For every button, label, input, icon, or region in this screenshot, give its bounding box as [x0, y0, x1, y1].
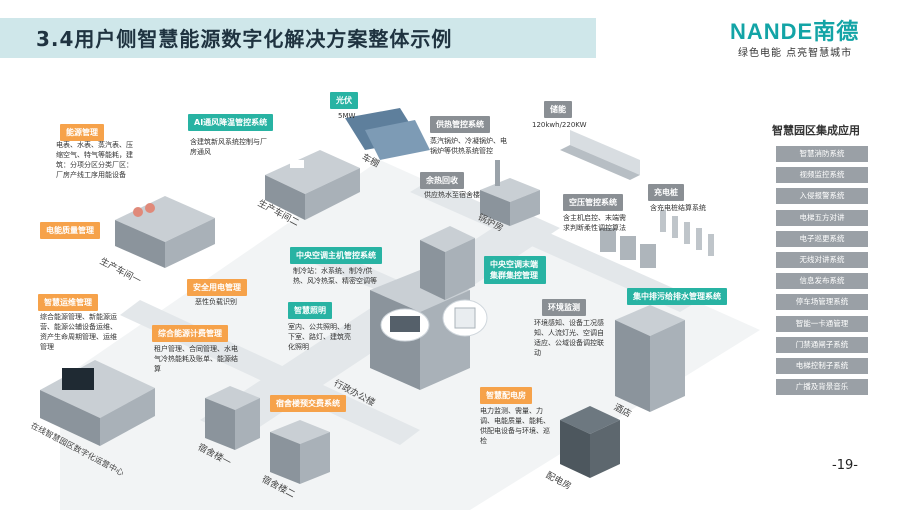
- desc-smart-power: 电力监测、需量、力调、电能质量、能耗、供配电设备与环境、巡检: [480, 407, 550, 445]
- desc-ac-control: 含主机启控、末端需求判断柔性调控算法: [563, 214, 626, 232]
- dorm-two-building: [270, 420, 330, 484]
- factory-one-building: [115, 196, 215, 268]
- panel-item: 智能一卡通管理: [776, 315, 868, 332]
- panel-item: 智慧消防系统: [776, 146, 868, 162]
- desc-smart-lighting: 室内、公共照明、地下室、路灯、建筑亮化照明: [288, 323, 351, 351]
- panel-item: 电梯控制子系统: [776, 357, 868, 374]
- label-power-quality: 电能质量管理: [40, 222, 100, 239]
- panel-item: 信息发布系统: [776, 273, 868, 290]
- panel-item: 停车场管理系统: [776, 294, 868, 311]
- label-safe-power: 安全用电管理: [187, 279, 247, 296]
- central-ac-host-device: [380, 308, 430, 342]
- label-charging: 充电桩: [648, 184, 684, 201]
- desc-pv: 5MW: [338, 112, 356, 120]
- hotel-building: [615, 305, 685, 412]
- charging-piles: [660, 210, 714, 256]
- label-smart-power: 智慧配电房: [480, 387, 532, 404]
- thermostat-device: [442, 299, 488, 337]
- label-integrated-billing: 综合能源计费管理: [152, 325, 228, 342]
- label-heat-supply: 供热管控系统: [430, 116, 490, 133]
- desc-ai-ventilation: 含建筑新风系统控制与厂房通风: [190, 138, 267, 156]
- logo-wordmark: NANDE南德: [730, 19, 860, 44]
- label-waste-heat: 余热回收: [420, 172, 464, 189]
- label-dorm-prepaid: 宿舍楼预交费系统: [270, 395, 346, 412]
- desc-charging: 含充电桩结算系统: [650, 204, 706, 212]
- desc-heat-supply: 蒸汽锅炉、冷凝锅炉、电锅炉等供热系统管控: [430, 137, 507, 155]
- label-central-ac-host: 中央空调主机管控系统: [290, 247, 382, 264]
- desc-safe-power: 恶性负载识别: [195, 298, 237, 306]
- label-central-ac-terminal: 中央空调末端集群集控管理: [484, 256, 546, 284]
- power-room-building: [560, 406, 620, 478]
- label-smart-ops: 智慧运维管理: [38, 294, 98, 311]
- desc-env-monitor: 环境感知、设备工况感知、人流灯光、空调自适应、公域设备调控联动: [534, 319, 604, 357]
- desc-storage: 120kwh/220KW: [532, 121, 587, 129]
- boiler-house: [480, 160, 540, 226]
- desc-smart-ops: 综合能源管理、新能源运营、能源公辅设备运维、资产生命周期管理、运维管理: [40, 313, 117, 351]
- title-bar: [0, 18, 596, 58]
- page-number: -19-: [832, 458, 858, 473]
- panel-item: 入侵报警系统: [776, 188, 868, 205]
- desc-central-ac-host: 制冷站：水系统、制冷/供热、风冷热泵、精密空调等: [293, 267, 377, 285]
- page-title: 3.4用户侧智慧能源数字化解决方案整体示例: [36, 27, 453, 51]
- label-ac-control: 空压管控系统: [563, 194, 623, 211]
- panel-item: 视频监控系统: [776, 167, 868, 184]
- air-compressor-units: [600, 228, 656, 268]
- panel-item: 电子巡更系统: [776, 230, 868, 247]
- logo-slogan: 绿色电能 点亮智慧城市: [738, 48, 853, 59]
- label-energy-mgmt: 能源管理: [60, 124, 104, 141]
- panel-item: 电梯五方对讲: [776, 209, 868, 226]
- label-sewage: 集中排污给排水管理系统: [627, 288, 727, 305]
- panel-item: 广播及背景音乐: [776, 379, 868, 396]
- label-env-monitor: 环境监测: [542, 299, 586, 316]
- desc-energy-mgmt: 电表、水表、蒸汽表、压缩空气、特气等能耗，建筑：分项分区分类厂区：厂房产线工序用…: [56, 141, 133, 179]
- pv-carport: [345, 108, 430, 160]
- label-pv: 光伏: [330, 92, 358, 109]
- panel-item: 无线对讲系统: [776, 251, 868, 268]
- panel-item: 门禁通闸子系统: [776, 336, 868, 353]
- park-illustration: [40, 108, 760, 510]
- dorm-one-building: [205, 386, 260, 450]
- label-ai-ventilation: AI通风降温管控系统: [188, 114, 274, 131]
- desc-integrated-billing: 租户管理、合同管理、水电气冷热能耗及账单、能源结算: [154, 345, 238, 373]
- panel-title: 智慧园区集成应用: [772, 124, 860, 137]
- integrated-apps-list: 智慧消防系统 视频监控系统 入侵报警系统 电梯五方对讲 电子巡更系统 无线对讲系…: [776, 146, 868, 400]
- ops-center-building: [40, 360, 155, 446]
- factory-two-building: [265, 150, 360, 220]
- label-smart-lighting: 智慧照明: [288, 302, 332, 319]
- desc-waste-heat: 供应热水至宿舍楼: [424, 191, 480, 199]
- brand-logo: NANDE南德 绿色电能 点亮智慧城市: [730, 14, 880, 59]
- label-storage: 储能: [544, 101, 572, 118]
- storage-containers: [560, 130, 640, 180]
